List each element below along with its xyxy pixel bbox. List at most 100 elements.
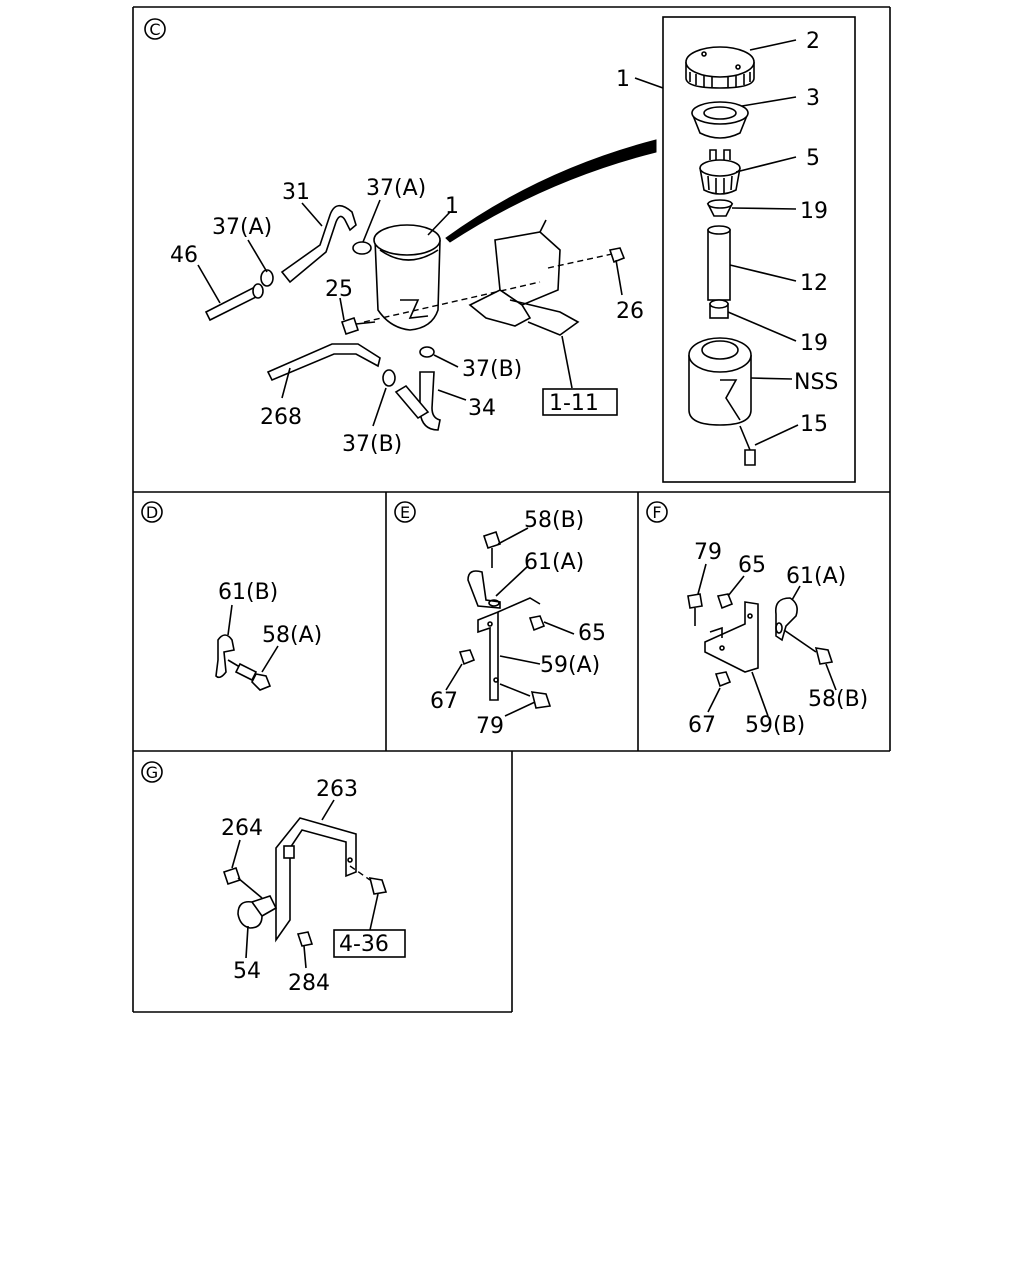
label-58a: 58(A) [262, 623, 322, 648]
label-263: 263 [316, 777, 358, 802]
c-reservoir-tank-part [373, 224, 441, 331]
c-grommet-upper-part [706, 199, 734, 217]
c-clamp-37a-top-part [352, 241, 372, 255]
c-hose-34-part [394, 371, 441, 431]
c-ref-box-1-11 [542, 388, 618, 416]
c-reservoir-cap-part [685, 46, 755, 89]
svg-text:G: G [146, 763, 158, 782]
label-79: 79 [694, 540, 722, 565]
d-clip-61b-part [215, 634, 235, 679]
label-67: 67 [688, 713, 716, 738]
label-2: 2 [806, 29, 820, 54]
d-labels: 61(B) 58(A) [218, 580, 322, 648]
label-79: 79 [476, 714, 504, 739]
g-labels: 263 264 54 284 4-36 [221, 777, 389, 996]
label-284: 284 [288, 971, 330, 996]
svg-text:D: D [146, 503, 158, 522]
section-marker-c: C [144, 18, 166, 40]
label-15: 15 [800, 412, 828, 437]
label-19-bottom: 19 [800, 331, 828, 356]
e-nut-65-part [528, 615, 546, 632]
e-leaders [445, 527, 575, 717]
g-ref-box-4-36 [333, 929, 406, 958]
ref-4-36: 4-36 [339, 932, 389, 957]
label-nss: NSS [794, 370, 838, 395]
label-19-top: 19 [800, 199, 828, 224]
label-67: 67 [430, 689, 458, 714]
c-seal-ring-part [691, 101, 749, 139]
c-bracket-part [468, 219, 580, 336]
diagram-frames [132, 6, 891, 1013]
label-65: 65 [578, 621, 606, 646]
label-37b-bottom: 37(B) [342, 432, 402, 457]
c-detail-wedge [445, 139, 657, 243]
label-61a: 61(A) [524, 550, 584, 575]
c-grommet-lower-part [709, 299, 729, 319]
c-inset-leaders [634, 39, 799, 446]
label-59a: 59(A) [540, 653, 600, 678]
label-65: 65 [738, 553, 766, 578]
label-268: 268 [260, 405, 302, 430]
label-3: 3 [806, 86, 820, 111]
f-bolt-58b-part [783, 629, 834, 665]
c-bolt-axis-line [363, 281, 541, 323]
f-clip-61a-part [774, 597, 798, 642]
section-marker-d: D [141, 501, 163, 523]
e-bracket-59a-part [477, 597, 541, 701]
d-leaders [227, 604, 279, 673]
label-26: 26 [616, 299, 644, 324]
c-hose-31-part [280, 204, 357, 284]
f-nut-67-part [714, 671, 732, 688]
label-1-inset: 1 [616, 67, 630, 92]
label-37b-right: 37(B) [462, 357, 522, 382]
label-61a: 61(A) [786, 564, 846, 589]
label-5: 5 [806, 146, 820, 171]
label-37a-top: 37(A) [366, 176, 426, 201]
e-bolt-58b-part [482, 530, 502, 568]
svg-text:E: E [400, 503, 410, 522]
g-bolt-264-part [222, 866, 263, 899]
section-marker-f: F [646, 501, 668, 523]
g-bracket-263-part [275, 817, 357, 943]
c-filter-basket-part [699, 149, 741, 195]
label-58b: 58(B) [524, 508, 584, 533]
c-inset-frame [662, 16, 856, 483]
section-marker-g: G [141, 761, 163, 783]
f-leaders [697, 563, 837, 717]
g-clip-54-part [237, 895, 278, 929]
e-bolt-79-part [499, 683, 552, 709]
label-34: 34 [468, 396, 496, 421]
c-bolt-25-part [340, 316, 376, 336]
c-drain-fitting-part [739, 425, 756, 466]
label-54: 54 [233, 959, 261, 984]
c-tube-part [707, 225, 731, 301]
c-clamp-37b-bottom-part [382, 369, 396, 387]
f-nut-65-part [716, 593, 734, 610]
c-pipe-268-part [266, 343, 381, 382]
g-nut-284-part [296, 931, 314, 947]
c-clamp-37b-right-part [419, 346, 435, 358]
label-58b: 58(B) [808, 687, 868, 712]
c-clamp-37a-left-part [260, 269, 274, 287]
label-46: 46 [170, 243, 198, 268]
e-clip-61a-part [467, 570, 501, 609]
svg-text:C: C [149, 20, 160, 39]
e-labels: 58(B) 61(A) 65 59(A) 67 79 [430, 508, 606, 739]
c-labels: 1 2 3 5 19 12 19 NSS 15 31 37(A) 1 37(A)… [170, 29, 838, 457]
g-bolt-part [349, 865, 388, 895]
label-31: 31 [282, 180, 310, 205]
c-nut-axis-line [547, 253, 613, 269]
g-leaders [231, 799, 379, 969]
label-12: 12 [800, 271, 828, 296]
f-bracket-59b-part [704, 601, 759, 673]
ref-1-11: 1-11 [549, 391, 599, 416]
label-37a-left: 37(A) [212, 215, 272, 240]
f-labels: 79 65 61(A) 58(B) 67 59(B) [688, 540, 868, 738]
label-59b: 59(B) [745, 713, 805, 738]
f-bolt-79-part [687, 593, 703, 626]
d-bolt-58a-part [227, 659, 272, 691]
section-marker-e: E [394, 501, 416, 523]
e-nut-67-part [458, 649, 476, 666]
label-1-tank: 1 [445, 194, 459, 219]
